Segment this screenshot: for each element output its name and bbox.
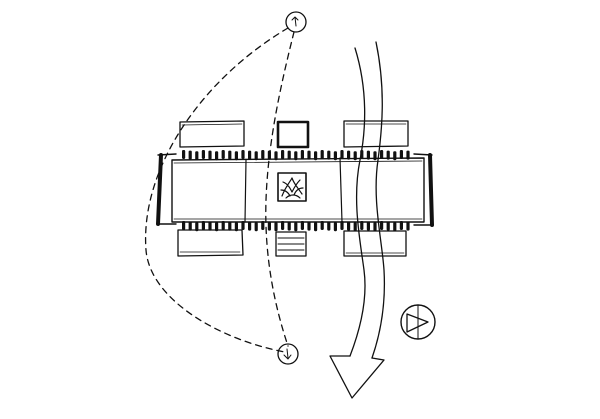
pavilion-block-nw [179, 120, 245, 148]
column-mark [386, 150, 390, 160]
column-mark [399, 150, 403, 159]
column-mark [307, 221, 311, 231]
column-mark [221, 221, 225, 230]
column-mark [333, 222, 337, 232]
column-mark [201, 221, 205, 230]
column-mark [393, 222, 397, 232]
column-mark [314, 222, 318, 232]
column-mark [234, 151, 238, 161]
column-mark [406, 150, 410, 160]
column-mark [360, 221, 364, 230]
column-mark [287, 221, 291, 231]
compass-symbol [400, 304, 436, 340]
column-mark [399, 221, 403, 230]
pavilion-block-ne [343, 120, 409, 148]
column-mark [380, 221, 384, 230]
column-mark [195, 151, 199, 161]
colonnade-south [182, 221, 410, 232]
column-mark [320, 150, 324, 159]
column-mark [320, 221, 324, 230]
dashed-line-center [265, 31, 295, 347]
column-mark [241, 150, 245, 159]
courtyard-tree [277, 172, 307, 202]
column-mark [373, 151, 377, 161]
stair-block-s [275, 231, 307, 257]
column-mark [347, 221, 351, 231]
column-mark [307, 150, 311, 160]
north-circle-marker [285, 11, 307, 33]
column-mark [274, 222, 278, 232]
column-mark [201, 150, 205, 159]
column-mark [380, 150, 384, 159]
south-circle-marker [277, 343, 299, 365]
pavilion-block-sw [177, 229, 244, 257]
column-mark [254, 222, 258, 232]
column-mark [353, 151, 357, 161]
central-hall-block [171, 157, 425, 223]
column-mark [221, 150, 225, 159]
column-mark [300, 150, 304, 159]
column-mark [274, 151, 278, 161]
column-mark [182, 150, 186, 159]
column-mark [353, 222, 357, 232]
column-mark [254, 151, 258, 161]
column-mark [340, 221, 344, 230]
column-mark [267, 221, 271, 231]
column-mark [215, 151, 219, 161]
column-mark [366, 150, 370, 160]
column-mark [228, 221, 232, 231]
column-mark [281, 150, 285, 159]
flow-arrow [329, 41, 386, 399]
column-mark [287, 150, 291, 160]
column-mark [366, 221, 370, 231]
column-mark [327, 221, 331, 231]
dashed-arc-left [144, 27, 289, 353]
column-mark [267, 150, 271, 160]
column-mark [327, 150, 331, 160]
column-mark [294, 151, 298, 161]
column-mark [208, 150, 212, 160]
column-mark [393, 151, 397, 161]
column-mark [406, 221, 410, 231]
end-wall-east [428, 153, 434, 227]
column-mark [340, 150, 344, 159]
column-mark [195, 222, 199, 232]
column-mark [373, 222, 377, 232]
column-mark [248, 150, 252, 160]
column-mark [228, 150, 232, 160]
column-mark [281, 221, 285, 230]
column-mark [182, 221, 186, 230]
column-mark [248, 221, 252, 231]
column-mark [300, 221, 304, 230]
column-mark [294, 222, 298, 232]
column-mark [241, 221, 245, 230]
column-mark [234, 222, 238, 232]
pavilion-block-se [343, 230, 407, 257]
pavilion-block-n [276, 120, 310, 149]
end-wall-west [156, 153, 163, 226]
column-mark [261, 221, 265, 230]
column-mark [215, 222, 219, 232]
column-mark [333, 151, 337, 161]
column-mark [188, 221, 192, 231]
column-mark [314, 151, 318, 161]
column-mark [261, 150, 265, 159]
column-mark [208, 221, 212, 231]
column-mark [386, 221, 390, 231]
column-mark [347, 150, 351, 160]
column-mark [360, 150, 364, 159]
colonnade-north [182, 150, 410, 161]
column-mark [188, 150, 192, 160]
